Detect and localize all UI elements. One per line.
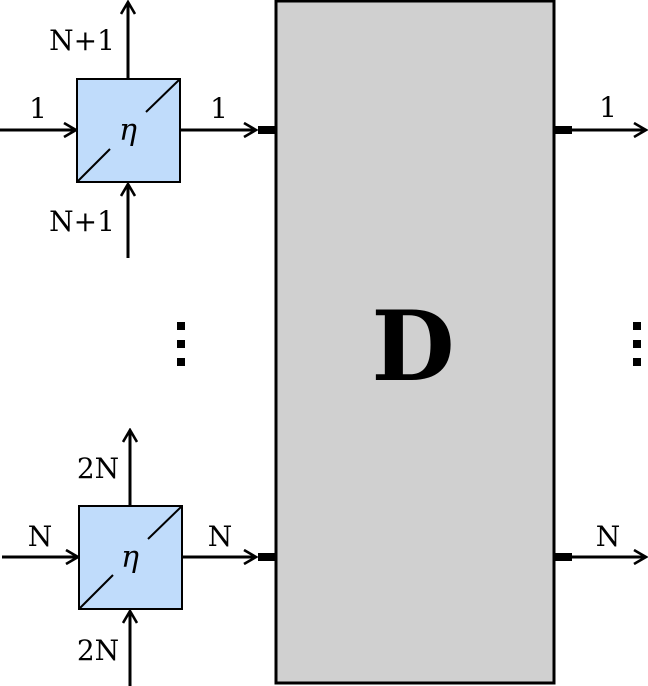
output-label: N: [208, 520, 233, 553]
output-label: N: [596, 520, 621, 553]
bottom-label: 2N: [77, 634, 119, 667]
ellipsis-right-icon: [633, 322, 641, 366]
ellipsis-left-icon: [177, 322, 185, 366]
beam-splitter-n: N η 2N 2N N: [2, 430, 276, 686]
input-label: N: [28, 520, 53, 553]
bottom-label: N+1: [49, 205, 115, 238]
detector-label: D: [371, 290, 454, 403]
beam-splitter-1: 1 η N+1 N+1 1: [0, 2, 276, 258]
transmissivity-symbol: η: [121, 540, 139, 575]
detector-output-n: N: [554, 520, 646, 561]
port-marker: [258, 126, 276, 134]
top-label: N+1: [49, 24, 115, 57]
output-label: 1: [210, 92, 228, 125]
port-marker: [258, 553, 276, 561]
top-label: 2N: [77, 452, 119, 485]
port-marker: [554, 553, 572, 561]
port-marker: [554, 126, 572, 134]
detector-output-1: 1: [554, 91, 646, 134]
transmissivity-symbol: η: [119, 113, 137, 148]
detector-block: D: [274, 0, 556, 685]
output-label: 1: [599, 91, 617, 124]
input-label: 1: [29, 92, 47, 125]
